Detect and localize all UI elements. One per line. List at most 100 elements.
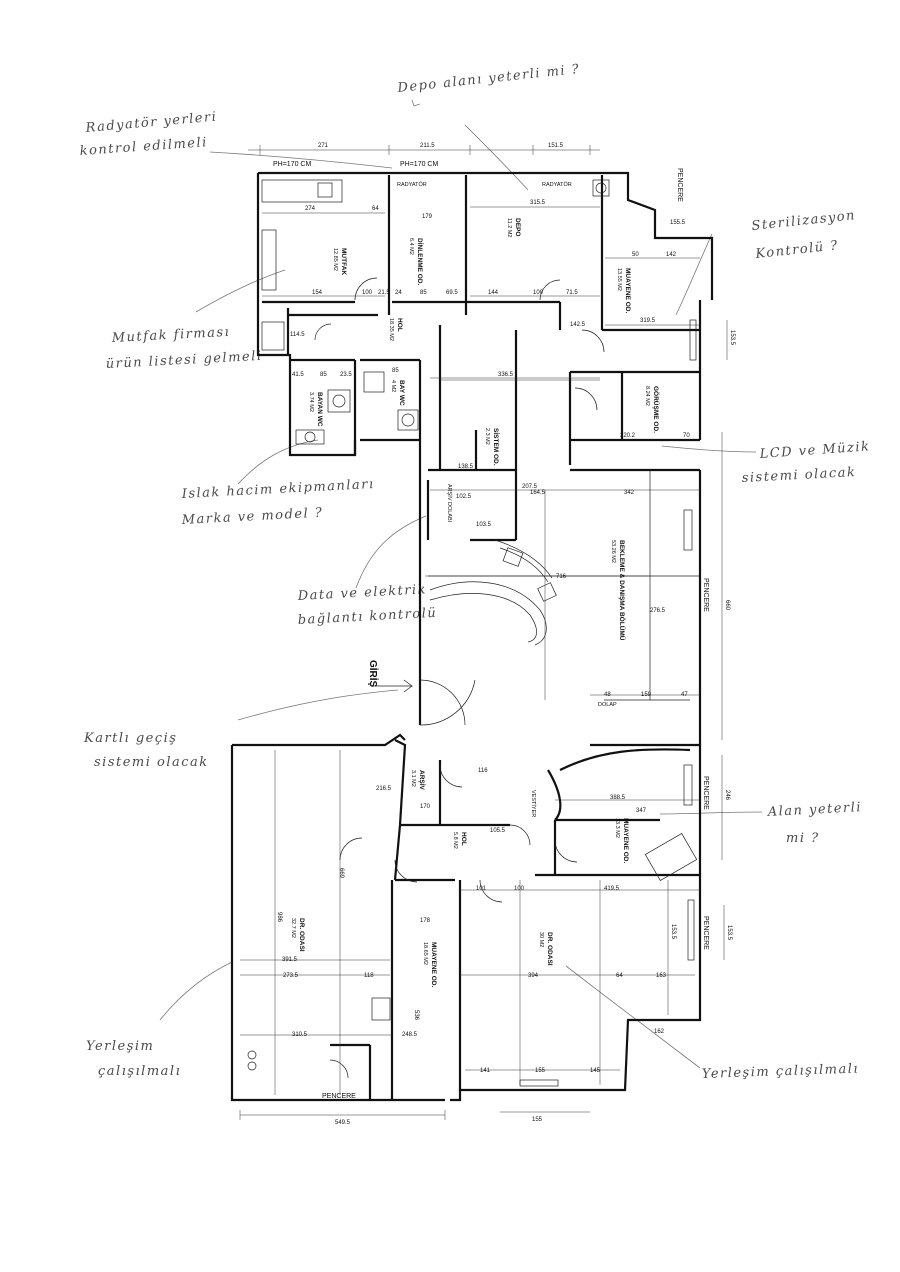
svg-text:118: 118 bbox=[364, 973, 374, 979]
svg-text:5.8 M2: 5.8 M2 bbox=[452, 832, 458, 849]
svg-text:MUAYENE OD.: MUAYENE OD. bbox=[624, 268, 631, 313]
svg-text:85: 85 bbox=[320, 372, 327, 378]
note-data-line2: bağlantı kontrolü bbox=[297, 606, 437, 628]
svg-text:138.5: 138.5 bbox=[458, 464, 474, 470]
svg-text:30 M2: 30 M2 bbox=[538, 932, 544, 947]
svg-text:216.5: 216.5 bbox=[376, 786, 392, 792]
note-mutfak-line1: Mutfak firması bbox=[110, 325, 230, 346]
note-islak-line1: Islak hacim ekipmanları bbox=[180, 477, 375, 502]
svg-text:ARŞİV DOLABI: ARŞİV DOLABI bbox=[446, 484, 453, 523]
note-arrow-islak bbox=[237, 439, 319, 485]
note-arrow-alan bbox=[659, 811, 763, 815]
svg-text:319.5: 319.5 bbox=[640, 318, 656, 324]
svg-text:HOL: HOL bbox=[460, 832, 467, 846]
entrance-arrow bbox=[372, 679, 414, 693]
note-arrow-kartli bbox=[237, 689, 399, 721]
note-alan-line1: Alan yeterli bbox=[766, 800, 862, 820]
interior-dimension-texts: 274 64 179 315.5 155.5 50 142 154 100 21… bbox=[276, 200, 690, 1074]
svg-text:101: 101 bbox=[476, 886, 487, 892]
walls bbox=[230, 171, 714, 1102]
note-data-line1: Data ve elektrik bbox=[296, 582, 427, 604]
dim-153-a: 153.5 bbox=[729, 330, 735, 346]
svg-text:100: 100 bbox=[514, 886, 525, 892]
dim-153-b: 153.5 bbox=[726, 925, 732, 941]
svg-text:32.7 M2: 32.7 M2 bbox=[290, 918, 296, 938]
dim-top-3: 151.5 bbox=[548, 143, 564, 149]
label-ph-2: PH=170 CM bbox=[400, 161, 438, 168]
svg-text:23.5: 23.5 bbox=[340, 372, 352, 378]
svg-text:69.5: 69.5 bbox=[446, 290, 458, 296]
room-bay-wc: BAY WC 4 M2 bbox=[390, 380, 405, 406]
dim-549: 549.5 bbox=[335, 1120, 351, 1126]
svg-text:310.5: 310.5 bbox=[292, 1032, 308, 1038]
dim-660: 660 bbox=[724, 600, 730, 611]
label-dolap: DOLAP bbox=[598, 702, 617, 708]
misc-labels: PENCERE PENCERE PENCERE PENCERE PENCERE … bbox=[322, 168, 709, 1100]
label-radyator-b: RADYATÖR bbox=[542, 181, 572, 188]
svg-text:18.35 M2: 18.35 M2 bbox=[388, 318, 394, 341]
note-arrow-depo-line bbox=[464, 124, 529, 191]
svg-text:154: 154 bbox=[312, 290, 323, 296]
note-yerlesim-left-line2: çalışılmalı bbox=[98, 1064, 181, 1079]
svg-text:388.5: 388.5 bbox=[610, 795, 626, 801]
svg-text:11.2 M2: 11.2 M2 bbox=[506, 218, 512, 237]
label-pencere-right-1: PENCERE bbox=[702, 578, 709, 612]
svg-text:273.5: 273.5 bbox=[283, 973, 299, 979]
label-pencere-right-2: PENCERE bbox=[702, 776, 709, 810]
svg-text:669: 669 bbox=[338, 868, 344, 879]
svg-text:142.5: 142.5 bbox=[570, 322, 586, 328]
handwritten-notes: Depo alanı yeterli mi ? Radyatör yerleri… bbox=[79, 62, 871, 1082]
svg-text:BEKLEME & DANIŞMA BÖLÜMÜ: BEKLEME & DANIŞMA BÖLÜMÜ bbox=[618, 540, 627, 641]
note-yerlesim-right: Yerleşim çalışılmalı bbox=[702, 1062, 860, 1082]
svg-text:274: 274 bbox=[305, 206, 316, 212]
fixtures bbox=[247, 179, 698, 1087]
note-depo: Depo alanı yeterli mi ? bbox=[396, 62, 581, 96]
svg-text:ARŞİV: ARŞİV bbox=[418, 770, 426, 791]
svg-text:162: 162 bbox=[654, 1029, 665, 1035]
svg-text:DR. ODASI: DR. ODASI bbox=[298, 918, 305, 952]
svg-text:70: 70 bbox=[683, 433, 690, 439]
svg-text:114.5: 114.5 bbox=[290, 332, 305, 338]
note-arrow-yerlesim-left bbox=[159, 961, 233, 1021]
note-arrow-yerlesim-right bbox=[565, 965, 701, 1069]
svg-text:71.5: 71.5 bbox=[566, 290, 578, 296]
svg-text:100: 100 bbox=[533, 290, 544, 296]
svg-text:155: 155 bbox=[535, 1068, 546, 1074]
room-dr-odasi-2: DR. ODASI 30 M2 bbox=[538, 932, 553, 966]
room-arsiv-dolabi: ARŞİV DOLABI bbox=[446, 484, 453, 523]
svg-text:13.55 M2: 13.55 M2 bbox=[616, 268, 622, 291]
svg-text:391.5: 391.5 bbox=[282, 957, 298, 963]
svg-text:716: 716 bbox=[556, 574, 567, 580]
svg-text:85: 85 bbox=[392, 368, 399, 374]
svg-text:336.5: 336.5 bbox=[498, 372, 514, 378]
svg-text:13.3 M2: 13.3 M2 bbox=[614, 818, 620, 838]
room-hol-1: HOL 18.35 M2 bbox=[388, 318, 403, 341]
door-swings bbox=[314, 277, 605, 1079]
svg-text:419.5: 419.5 bbox=[604, 886, 620, 892]
svg-text:144: 144 bbox=[488, 290, 499, 296]
svg-text:41.5: 41.5 bbox=[292, 372, 304, 378]
svg-text:24: 24 bbox=[395, 290, 402, 296]
room-labels: MUTFAK 12.85 M2 DİNLENME OD. 6.4 M2 DEPO… bbox=[290, 218, 661, 987]
svg-text:12.85 M2: 12.85 M2 bbox=[332, 248, 338, 271]
svg-text:BAYAN WC: BAYAN WC bbox=[316, 392, 323, 427]
svg-text:18.65 M2: 18.65 M2 bbox=[422, 942, 428, 965]
svg-text:MUTFAK: MUTFAK bbox=[340, 248, 347, 275]
svg-text:64: 64 bbox=[616, 973, 623, 979]
note-lcd-line2: sistemi olacak bbox=[741, 465, 856, 486]
svg-text:3.1 M2: 3.1 M2 bbox=[410, 770, 416, 787]
svg-text:DİNLENME OD.: DİNLENME OD. bbox=[416, 238, 424, 286]
dim-246: 246 bbox=[724, 790, 730, 801]
dim-top-2: 211.5 bbox=[420, 143, 435, 149]
label-pencere-top: PENCERE bbox=[676, 168, 683, 202]
svg-text:100: 100 bbox=[362, 290, 373, 296]
note-kartli-line2: sistemi olacak bbox=[94, 755, 209, 770]
note-yerlesim-left-line1: Yerleşim bbox=[86, 1039, 154, 1054]
svg-text:50: 50 bbox=[632, 252, 639, 258]
svg-text:178: 178 bbox=[420, 918, 431, 924]
room-gorusme: GÖRÜŞME OD. 8.24 M2 bbox=[644, 386, 661, 433]
svg-text:170: 170 bbox=[420, 804, 431, 810]
svg-text:347: 347 bbox=[636, 808, 647, 814]
svg-text:4 M2: 4 M2 bbox=[390, 380, 396, 392]
